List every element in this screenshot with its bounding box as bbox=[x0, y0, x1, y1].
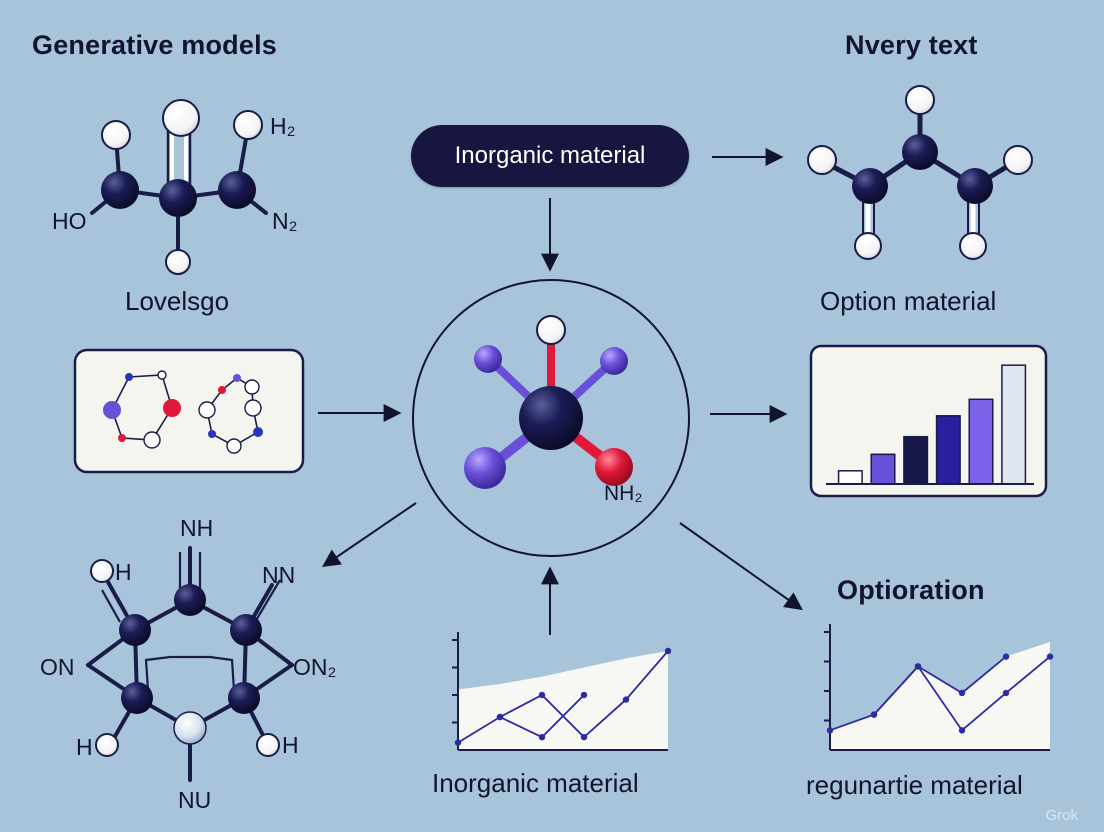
chem-label-h-top: H bbox=[115, 559, 132, 585]
line-chart-bottom-right bbox=[824, 624, 1054, 751]
series-1-point-3 bbox=[538, 691, 546, 699]
chem-label-nn: NN bbox=[262, 562, 296, 588]
label-bottom-center: Inorganic material bbox=[432, 768, 639, 798]
bar-5 bbox=[968, 398, 994, 485]
series-1-point-5 bbox=[622, 696, 630, 703]
series-2-point-5 bbox=[1046, 653, 1054, 660]
bar-2 bbox=[870, 453, 896, 485]
series-2-point-3 bbox=[958, 727, 966, 734]
series-1-point-6 bbox=[664, 647, 672, 655]
plot-area bbox=[458, 651, 668, 750]
inorganic-material-pill: Inorganic material bbox=[411, 125, 689, 187]
bar-3 bbox=[903, 435, 929, 485]
label-right-mid: Option material bbox=[820, 286, 997, 316]
series-1-point-1 bbox=[454, 739, 462, 746]
chem-label-nh2-center: NH₂ bbox=[604, 482, 643, 505]
chem-label-ho: HO bbox=[52, 208, 87, 234]
label-right-bottom: Optioration bbox=[837, 575, 985, 605]
line-chart-bottom-center bbox=[452, 632, 672, 751]
bar-6 bbox=[1001, 364, 1027, 485]
chem-label-h-bottom-right: H bbox=[282, 732, 299, 758]
plot-area bbox=[830, 641, 1050, 750]
tetrahedral-molecule bbox=[464, 315, 633, 489]
molecule-top-right bbox=[807, 85, 1033, 260]
chem-label-nu: NU bbox=[178, 787, 212, 813]
heading-generative-models: Generative models bbox=[32, 30, 278, 60]
chem-label-on-left: ON bbox=[40, 654, 75, 680]
chem-label-n2: N₂ bbox=[272, 208, 298, 234]
bar-4 bbox=[935, 415, 961, 485]
watermark-label: Grok bbox=[1045, 807, 1078, 824]
series-2-point-4 bbox=[1002, 689, 1010, 697]
label-left-mid: Lovelsgo bbox=[125, 286, 230, 316]
series-2-point-1 bbox=[496, 713, 504, 721]
center-circle bbox=[412, 279, 690, 557]
series-2-point-2 bbox=[914, 663, 922, 670]
ring-structures-panel bbox=[73, 348, 305, 474]
chem-label-on2-right: ON₂ bbox=[293, 654, 337, 680]
series-1-point-5 bbox=[1002, 653, 1010, 660]
series-2-point-1 bbox=[870, 711, 878, 718]
chem-label-h2: H₂ bbox=[270, 113, 296, 139]
hexagonal-molecule bbox=[86, 546, 294, 782]
arrow-center-to-hex-molecule bbox=[322, 502, 417, 568]
series-1-point-4 bbox=[958, 689, 966, 697]
chem-label-nh: NH bbox=[180, 515, 214, 541]
arrow-center-to-right-chart bbox=[679, 522, 803, 611]
chem-label-h-bottom-left: H bbox=[76, 734, 93, 760]
label-bottom-right: regunartie material bbox=[806, 770, 1023, 800]
molecule-top-left bbox=[90, 99, 268, 275]
pill-label: Inorganic material bbox=[454, 142, 646, 169]
heading-top-right: Nvery text bbox=[845, 30, 978, 60]
series-1-point-1 bbox=[826, 727, 834, 734]
series-2-point-3 bbox=[580, 691, 588, 699]
bar-chart bbox=[826, 364, 1034, 485]
series-2-point-2 bbox=[538, 733, 546, 741]
series-1-point-4 bbox=[580, 733, 588, 741]
bar-1 bbox=[837, 470, 863, 485]
